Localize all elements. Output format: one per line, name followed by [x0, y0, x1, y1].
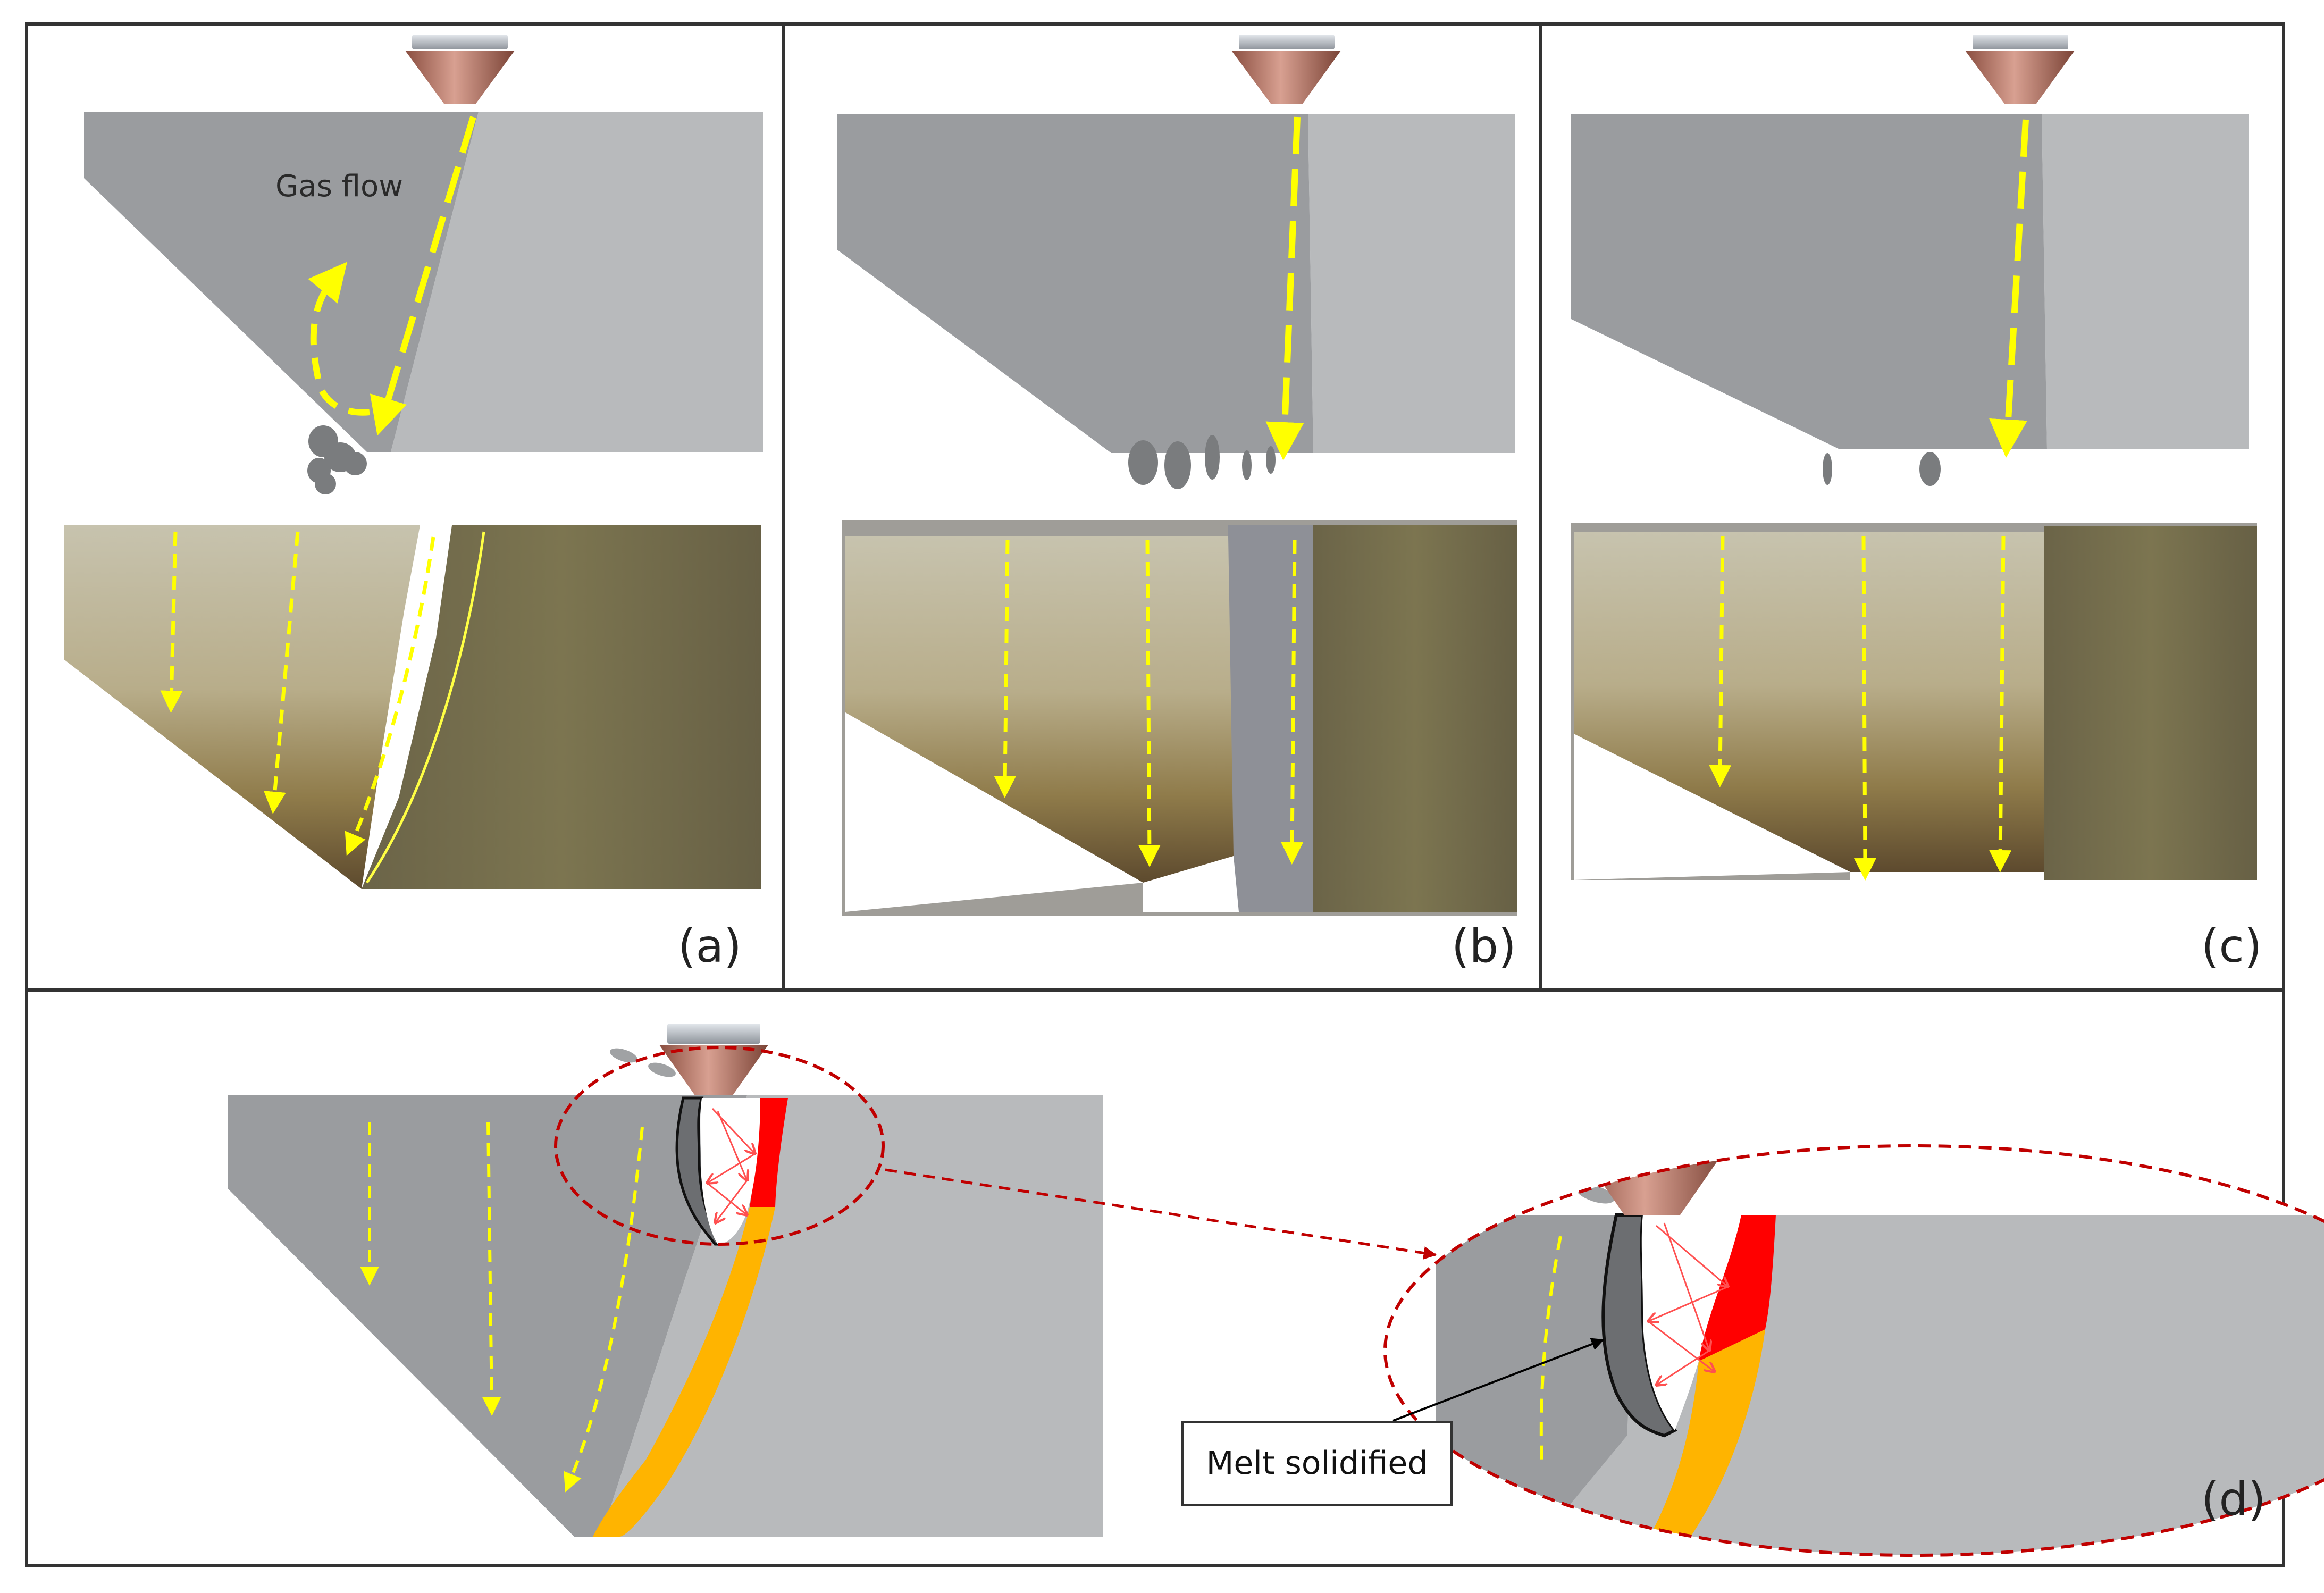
laser-reflection-arrow-icon — [707, 1108, 755, 1223]
plate-diagram — [84, 112, 763, 452]
spatter-blobs — [307, 425, 367, 494]
nozzle-icon — [1965, 35, 2075, 104]
gas-flow-arrow-icon — [308, 116, 476, 436]
laser-reflection-arrow-icon — [1648, 1222, 1728, 1385]
melt-solidified-text: Melt solidified — [1206, 1445, 1428, 1482]
spatter-blobs — [1823, 452, 1941, 486]
gas-flow-arrow-icon — [1989, 119, 2029, 458]
spatter-blobs — [610, 1048, 676, 1077]
spatter-blobs — [1128, 435, 1276, 489]
zoom-connector-arrow-icon — [885, 1168, 1437, 1260]
cut-photo-b — [842, 520, 1517, 916]
gas-flow-arrow-icon — [564, 1127, 644, 1493]
panel-c — [1571, 35, 2257, 881]
nozzle-icon — [1231, 35, 1341, 104]
callout-leader-arrow-icon — [1392, 1338, 1605, 1422]
cut-photo-a — [64, 525, 761, 889]
gas-flow-arrow-icon — [1539, 1236, 1562, 1468]
plate-diagram — [1571, 114, 2249, 449]
frame-outer — [25, 22, 2285, 1567]
cut-photo-c — [1571, 523, 2257, 881]
panel-a — [64, 35, 763, 889]
gas-flow-arrow-icon — [482, 1121, 501, 1416]
panel-label-c: (c) — [2201, 920, 2262, 973]
zoom-source-ellipse — [554, 1046, 885, 1246]
zoom-solidified-layer — [1638, 1329, 1765, 1555]
melt-solidified-callout: Melt solidified — [1181, 1421, 1453, 1506]
zoom-view — [1383, 1144, 2324, 1557]
panel-d — [228, 1024, 2324, 1557]
zoom-solidified-dross — [1601, 1213, 1677, 1438]
solidified-melt-layer — [593, 1207, 775, 1537]
gas-flow-arrow-icon — [1265, 116, 1304, 460]
zoom-molten-layer — [1699, 1215, 1776, 1361]
plate-diagram-d — [228, 1095, 1103, 1537]
panel-label-d: (d) — [2201, 1473, 2266, 1526]
plate-diagram — [837, 114, 1515, 453]
panel-label-b: (b) — [1452, 920, 1516, 973]
gas-flow-annotation: Gas flow — [275, 169, 404, 204]
nozzle-icon — [659, 1024, 768, 1095]
panel-label-a: (a) — [678, 920, 742, 973]
nozzle-icon — [405, 35, 515, 104]
panel-b — [837, 35, 1517, 916]
